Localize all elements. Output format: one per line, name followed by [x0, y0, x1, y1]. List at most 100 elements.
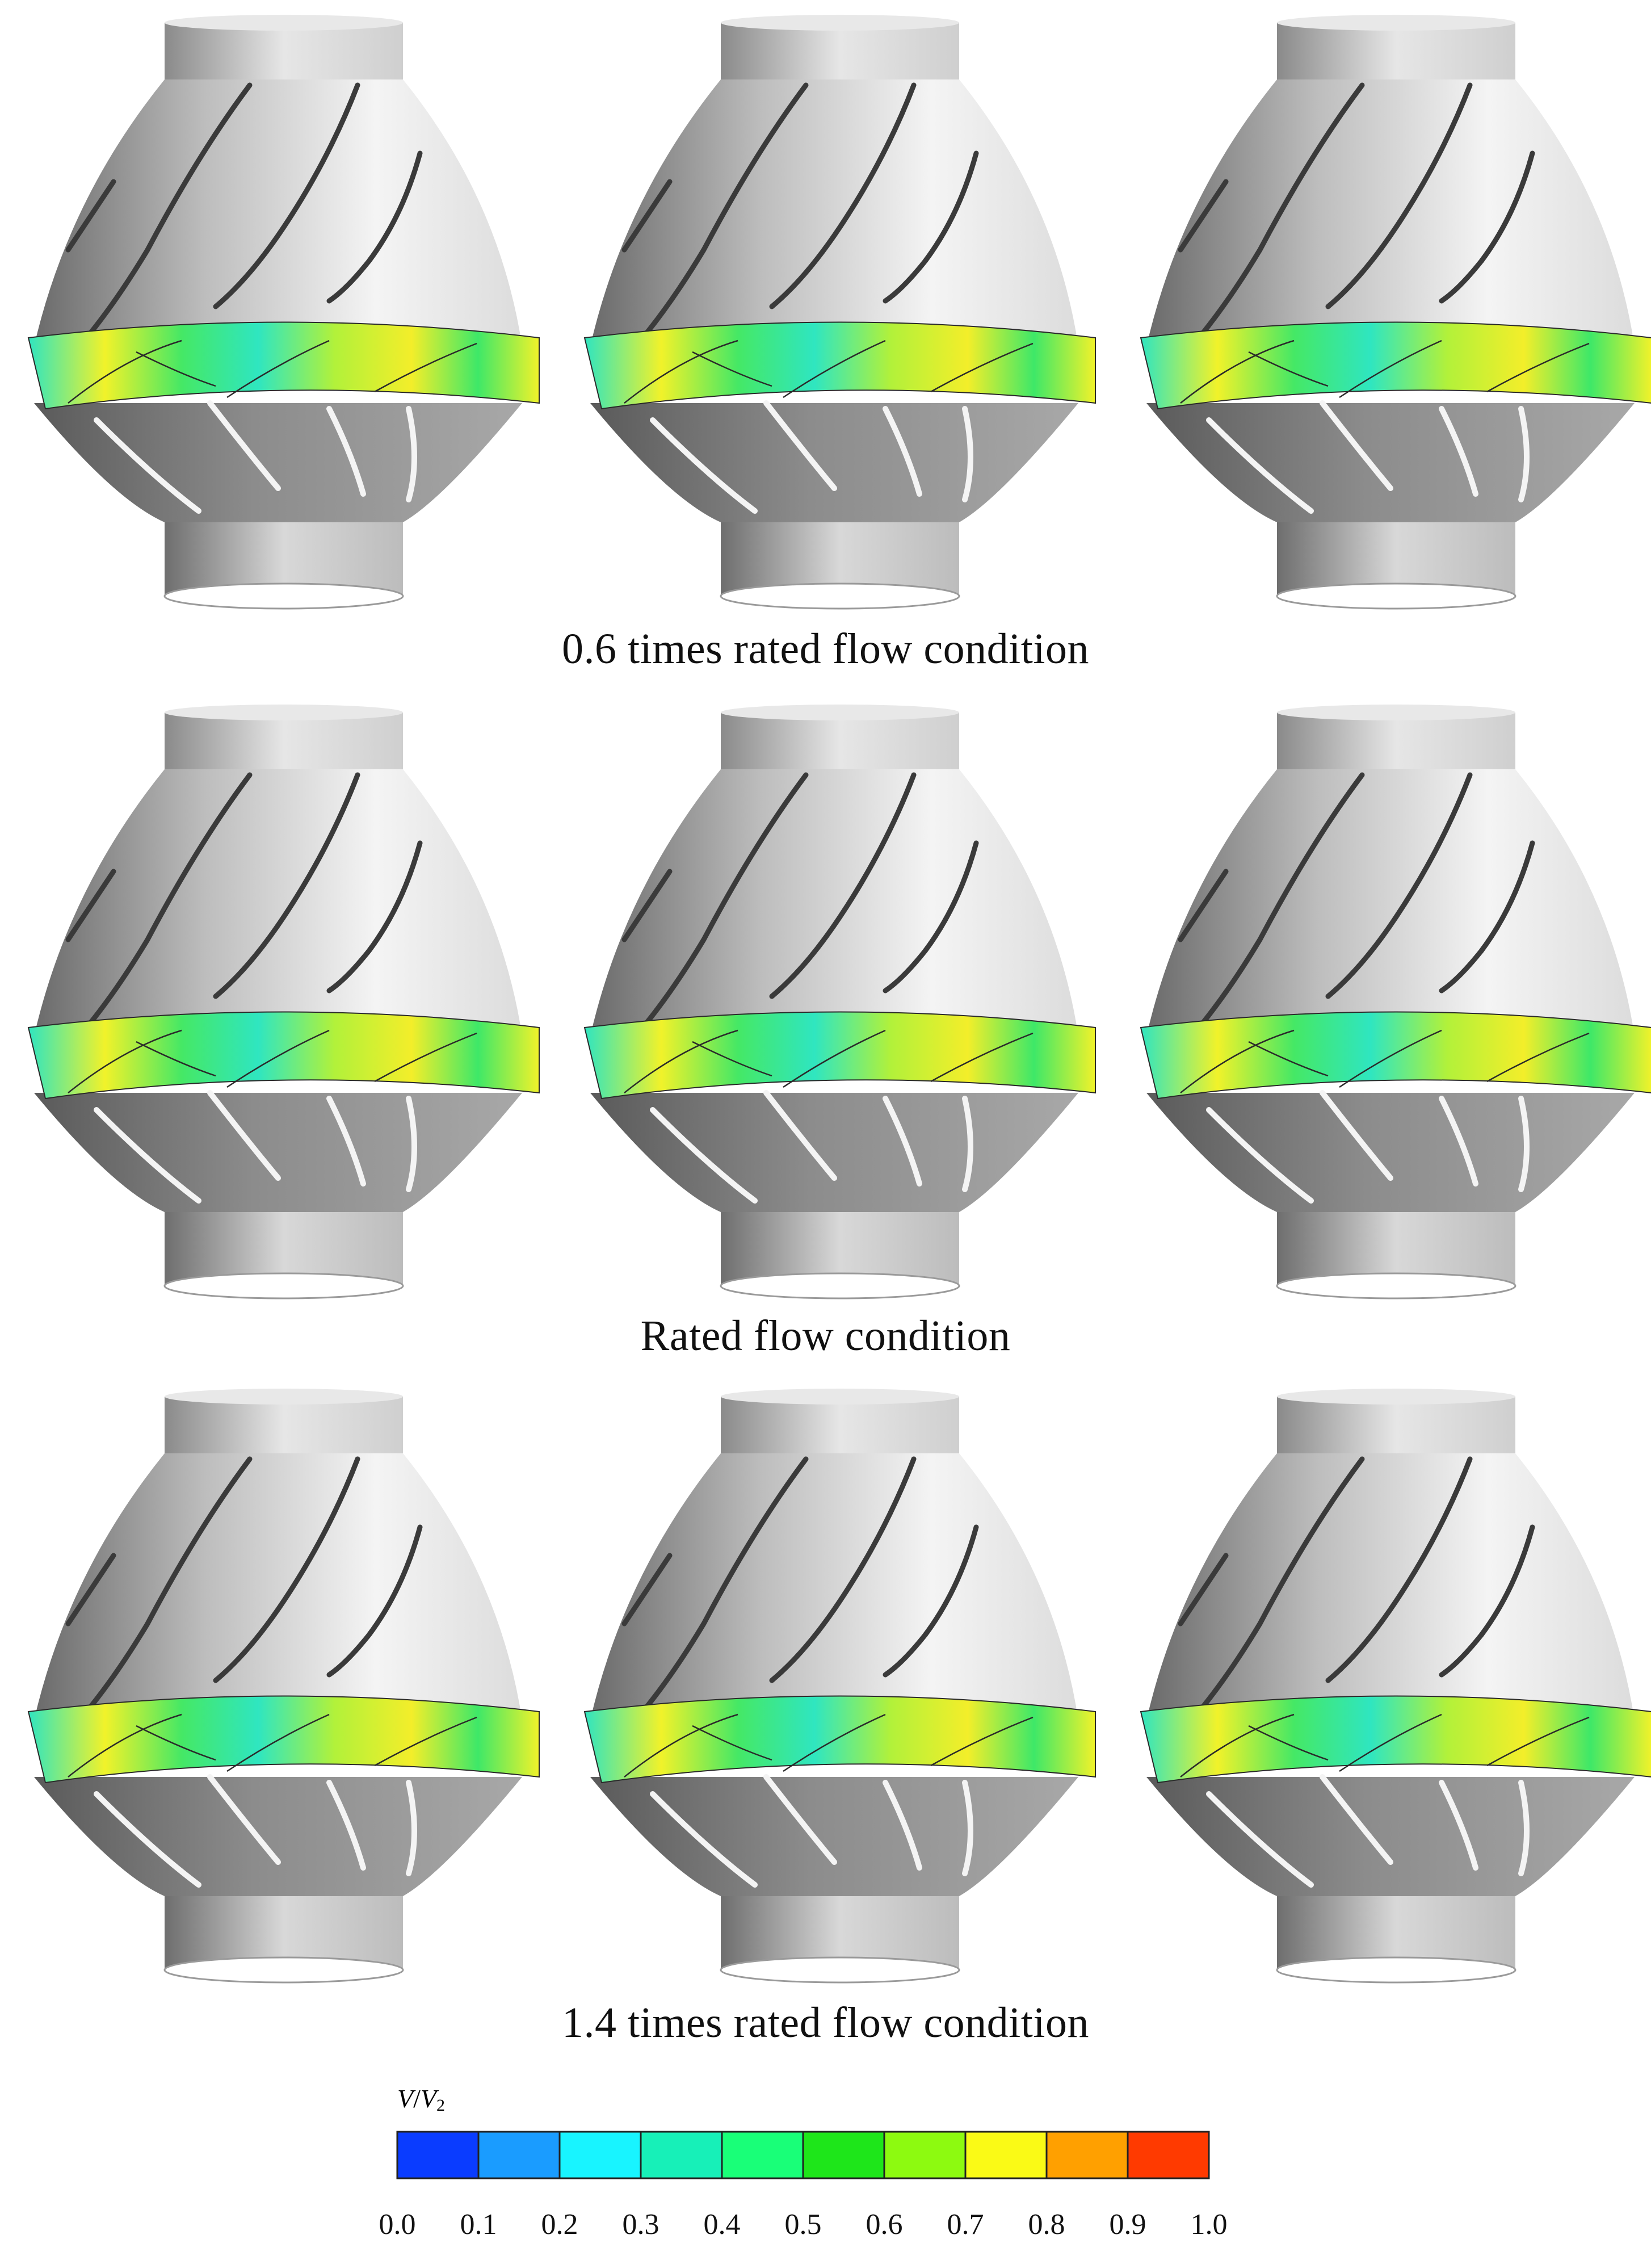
impeller-drawing: [27, 15, 540, 610]
contour-line: [1180, 339, 1295, 404]
contour-line: [68, 339, 182, 404]
contour-line: [374, 342, 477, 393]
impeller-view: [568, 1385, 1112, 2010]
legend-tick-label: 0.2: [541, 2208, 578, 2241]
blade-slit: [883, 840, 979, 993]
blade-slit: [621, 1553, 673, 1626]
blade-slit: [77, 1456, 253, 1723]
blade-edge: [1206, 417, 1314, 514]
contour-line: [930, 342, 1034, 393]
legend-swatch: [640, 2131, 723, 2179]
legend-tick-label: 0.4: [704, 2208, 741, 2241]
blade-slit: [1178, 1553, 1229, 1626]
blade-slit: [1189, 1456, 1365, 1723]
blade-slit: [883, 150, 979, 304]
contour-line: [1486, 1032, 1590, 1083]
blade-edge: [650, 1791, 758, 1888]
velocity-contour-band: [27, 1011, 540, 1100]
impeller-drawing: [1140, 1389, 1651, 1984]
legend-tick-label: 0.6: [866, 2208, 903, 2241]
impeller-drawing: [1140, 705, 1651, 1299]
blade-edge: [94, 1107, 201, 1204]
contour-line: [1339, 1713, 1442, 1772]
contour-line: [1180, 1029, 1295, 1093]
top-hub: [165, 1397, 403, 1459]
contour-line: [136, 1725, 216, 1761]
blade-edge: [1518, 1096, 1530, 1192]
contour-line: [1486, 1716, 1590, 1767]
contour-line: [692, 1041, 772, 1077]
impeller-drawing: [27, 705, 540, 1299]
legend-tick-label: 0.3: [623, 2208, 659, 2241]
contour-line: [136, 351, 216, 387]
contour-line: [930, 1716, 1034, 1767]
blade-edge: [1518, 1780, 1530, 1876]
blade-slit: [65, 179, 116, 253]
bottom-neck: [1277, 522, 1515, 596]
bottom-neck: [165, 522, 403, 596]
bottom-neck: [721, 1896, 959, 1970]
blade-edge: [326, 1096, 366, 1187]
bottom-neck: [721, 522, 959, 596]
blade-slit: [213, 82, 360, 309]
blade-slit: [65, 1553, 116, 1626]
upper-shroud: [1146, 769, 1635, 1036]
contour-line: [624, 1029, 738, 1093]
blade-slit: [1189, 772, 1365, 1039]
caption-rated-flow: Rated flow condition: [640, 1312, 1011, 1360]
blade-edge: [406, 406, 417, 502]
blade-edge: [1518, 406, 1530, 502]
velocity-contour-band: [1140, 1695, 1651, 1784]
upper-shroud: [590, 1453, 1078, 1720]
contour-line: [1339, 339, 1442, 399]
bottom-neck: [721, 1212, 959, 1286]
upper-shroud: [34, 1453, 522, 1720]
contour-line: [692, 351, 772, 387]
blade-slit: [326, 1524, 423, 1678]
top-hub: [721, 23, 959, 85]
legend-tick-label: 0.9: [1110, 2208, 1146, 2241]
lower-hub-cone: [34, 1777, 522, 1896]
blade-slit: [769, 772, 917, 999]
blade-slit: [1439, 150, 1535, 304]
top-hub: [1277, 23, 1515, 85]
lower-hub-cone: [1146, 1093, 1635, 1212]
velocity-contour-band: [1140, 1011, 1651, 1100]
contour-line: [68, 1029, 182, 1093]
contour-line: [1339, 1029, 1442, 1088]
blade-slit: [77, 82, 253, 349]
top-hub: [721, 712, 959, 775]
blade-edge: [650, 1107, 758, 1204]
blade-slit: [769, 82, 917, 309]
legend-swatch: [964, 2131, 1048, 2179]
blade-edge: [207, 1774, 281, 1865]
blade-edge: [406, 1780, 417, 1876]
contour-line: [136, 1041, 216, 1077]
contour-line: [1486, 342, 1590, 393]
lower-hub-cone: [590, 1093, 1078, 1212]
blade-edge: [1206, 1107, 1314, 1204]
bottom-neck: [1277, 1896, 1515, 1970]
impeller-drawing: [583, 1389, 1096, 1984]
blade-slit: [769, 1456, 917, 1683]
blade-slit: [213, 772, 360, 999]
blade-edge: [1320, 400, 1393, 491]
velocity-contour-band: [1140, 321, 1651, 410]
blade-edge: [883, 406, 922, 497]
lower-hub-cone: [1146, 403, 1635, 522]
impeller-drawing: [583, 15, 1096, 610]
top-hub: [165, 23, 403, 85]
impeller-view: [1124, 11, 1651, 636]
caption-1-4-flow: 1.4 times rated flow condition: [562, 1999, 1089, 2047]
legend-title: V/V2: [397, 2084, 445, 2115]
blade-slit: [213, 1456, 360, 1683]
blade-edge: [763, 1090, 837, 1181]
blade-edge: [326, 1780, 366, 1871]
contour-line: [624, 1713, 738, 1777]
impeller-view: [568, 701, 1112, 1326]
contour-line: [226, 339, 330, 399]
velocity-contour-band: [583, 321, 1096, 410]
blade-slit: [1325, 1456, 1473, 1683]
legend-swatch: [883, 2131, 967, 2179]
